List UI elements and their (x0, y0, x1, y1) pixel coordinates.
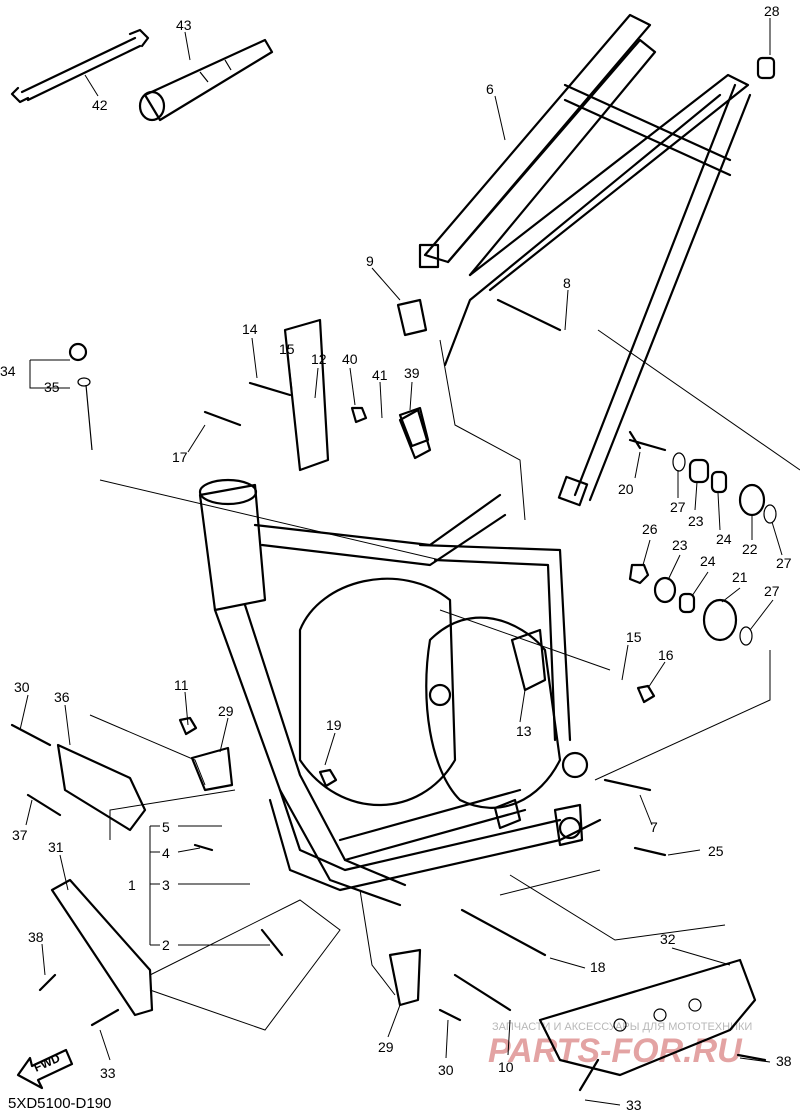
diagram-code: 5XD5100-D190 (8, 1095, 111, 1112)
callout-24b: 24 (700, 553, 716, 569)
callout-21: 21 (732, 569, 748, 585)
fwd-arrow-icon: FWD (16, 1048, 74, 1090)
callout-33a: 33 (100, 1065, 116, 1081)
wrench-tool (10, 28, 150, 104)
callout-42: 42 (92, 97, 108, 113)
engine-bracket-12 (283, 318, 330, 472)
socket-wrench-tool (138, 38, 274, 122)
callout-13: 13 (516, 723, 532, 739)
callout-34: 34 (0, 363, 16, 379)
callout-27c: 27 (764, 583, 780, 599)
callout-6: 6 (486, 81, 494, 97)
callout-38a: 38 (28, 929, 44, 945)
callout-5: 5 (162, 819, 170, 835)
callout-30b: 30 (438, 1062, 454, 1078)
callout-4: 4 (162, 845, 170, 861)
callout-32: 32 (660, 931, 676, 947)
bracket-9 (396, 298, 428, 337)
callout-15b: 15 (626, 629, 642, 645)
watermark-big-text: PARTS-FOR.RU (488, 1032, 743, 1070)
fasteners (10, 56, 776, 1092)
callouts: 43 42 6 28 9 8 14 15 12 40 41 39 34 35 1… (0, 3, 792, 1112)
callout-36: 36 (54, 689, 70, 705)
callout-35: 35 (44, 379, 60, 395)
bushing-set (628, 430, 777, 646)
reference-lines (89, 329, 800, 1031)
callout-31: 31 (48, 839, 64, 855)
callout-2: 2 (162, 937, 170, 953)
callout-28: 28 (764, 3, 780, 19)
callout-14: 14 (242, 321, 258, 337)
bracket-39 (398, 406, 430, 448)
callout-1: 1 (128, 877, 136, 893)
watermark-small-text: ЗАПЧАСТИ И АКСЕССУАРЫ ДЛЯ МОТОТЕХНИКИ (492, 1021, 752, 1033)
callout-27b: 27 (776, 555, 792, 571)
callout-7: 7 (650, 819, 658, 835)
callout-3: 3 (162, 877, 170, 893)
callout-29b: 29 (378, 1039, 394, 1055)
callout-8: 8 (563, 275, 571, 291)
callout-39: 39 (404, 365, 420, 381)
callout-18: 18 (590, 959, 606, 975)
watermark: ЗАПЧАСТИ И АКСЕССУАРЫ ДЛЯ МОТОТЕХНИКИ PA… (488, 1021, 752, 1070)
callout-23a: 23 (688, 513, 704, 529)
callout-20: 20 (618, 481, 634, 497)
callout-30a: 30 (14, 679, 30, 695)
callout-41: 41 (372, 367, 388, 383)
callout-43: 43 (176, 17, 192, 33)
callout-9: 9 (366, 253, 374, 269)
callout-38b: 38 (776, 1053, 792, 1069)
callout-25: 25 (708, 843, 724, 859)
callout-17: 17 (172, 449, 188, 465)
frame-guard-31 (50, 878, 154, 1017)
main-frame (190, 318, 602, 1007)
callout-15a: 15 (279, 341, 295, 357)
callout-11: 11 (174, 677, 189, 693)
callout-12: 12 (311, 351, 327, 367)
callout-16: 16 (658, 647, 674, 663)
rear-subframe (418, 13, 752, 507)
callout-22: 22 (742, 541, 758, 557)
callout-24a: 24 (716, 531, 732, 547)
callout-19: 19 (326, 717, 342, 733)
callout-37: 37 (12, 827, 28, 843)
callout-23b: 23 (672, 537, 688, 553)
callout-40: 40 (342, 351, 358, 367)
callout-10: 10 (498, 1059, 514, 1075)
callout-27a: 27 (670, 499, 686, 515)
callout-33b: 33 (626, 1097, 642, 1112)
callout-26: 26 (642, 521, 658, 537)
leader-lines (19, 18, 783, 1106)
callout-29a: 29 (218, 703, 234, 719)
guard-36 (56, 743, 147, 832)
skid-plate-32 (538, 958, 757, 1077)
